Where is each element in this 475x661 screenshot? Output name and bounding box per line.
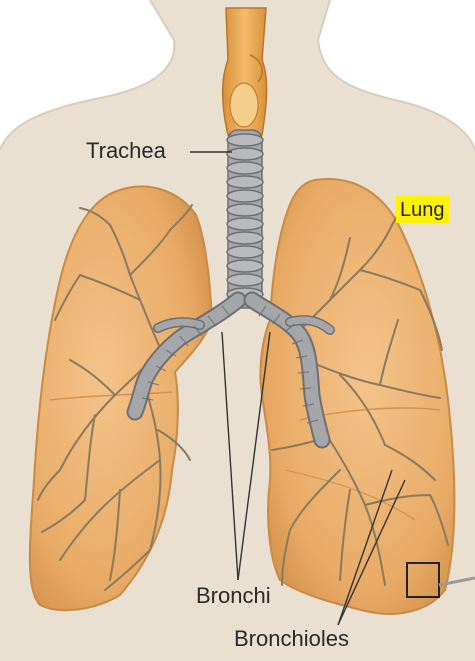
bronchioles-label: Bronchioles bbox=[234, 628, 349, 650]
bronchi-label: Bronchi bbox=[196, 585, 271, 607]
trachea bbox=[227, 130, 263, 308]
lung-label: Lung bbox=[396, 196, 449, 223]
trachea-label: Trachea bbox=[86, 140, 166, 162]
